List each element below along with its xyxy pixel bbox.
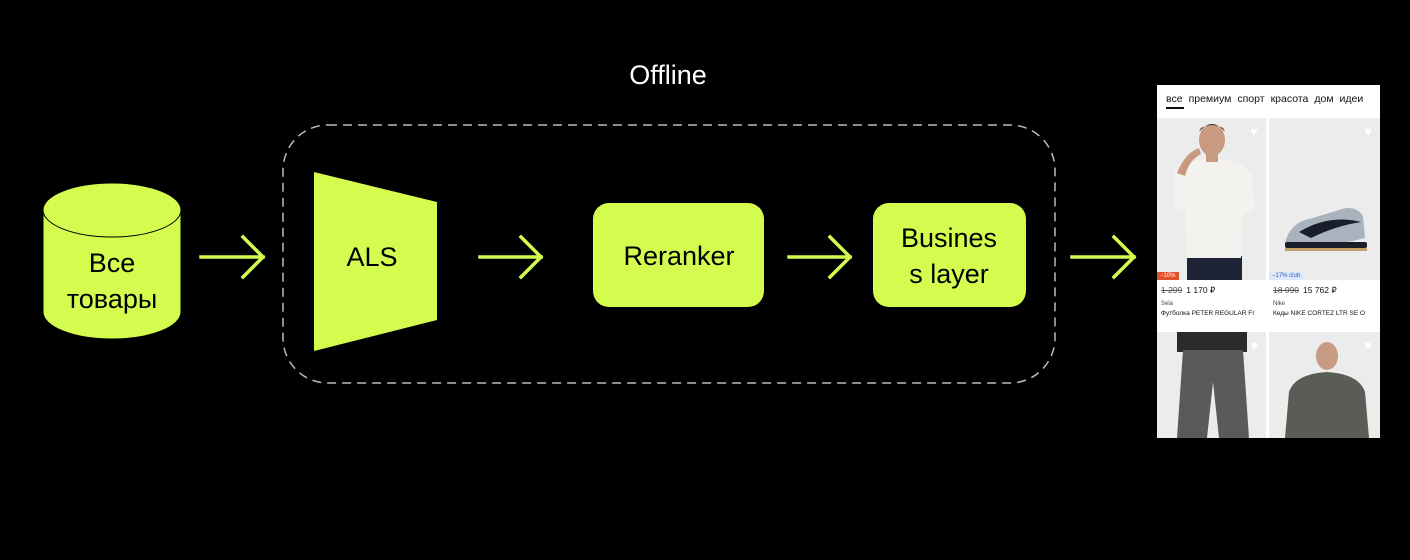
- trousers-image: [1177, 332, 1249, 438]
- all-products-line2: товары: [67, 284, 158, 314]
- club-discount-badge: −17% club: [1269, 272, 1304, 280]
- arrow-icon: [478, 234, 544, 280]
- heart-icon[interactable]: ♥: [1364, 338, 1372, 353]
- old-price: 1 299: [1161, 285, 1183, 295]
- old-price: 18 990: [1273, 285, 1299, 295]
- business-layer-node: Busines s layer: [873, 203, 1026, 307]
- sweater-model-image: [1285, 342, 1369, 438]
- heart-icon[interactable]: ♥: [1364, 124, 1372, 139]
- reranker-node: Reranker: [593, 203, 764, 307]
- sneaker-image: [1285, 208, 1367, 251]
- arrow-icon: [787, 234, 853, 280]
- tab-all[interactable]: все: [1166, 93, 1183, 105]
- tab-sport[interactable]: спорт: [1237, 93, 1265, 105]
- product-image-sneakers[interactable]: ♥ −17% club: [1269, 118, 1380, 280]
- tab-ideas[interactable]: идеи: [1339, 93, 1364, 105]
- business-layer-line1: Busines: [901, 223, 997, 253]
- new-price: 15 762 ₽: [1303, 285, 1337, 295]
- tab-premium[interactable]: премиум: [1188, 93, 1232, 105]
- product-image-sweater[interactable]: ♥: [1269, 332, 1380, 438]
- heart-icon[interactable]: ♥: [1250, 124, 1258, 139]
- all-products-node: Все товары: [42, 182, 182, 340]
- arrow-icon: [1070, 234, 1137, 280]
- brand-sneakers: Nike: [1273, 301, 1286, 307]
- arrow-icon: [199, 234, 266, 280]
- als-node: ALS: [314, 172, 437, 351]
- als-label: ALS: [346, 242, 397, 272]
- product-name-sneakers[interactable]: Кеды NIKE CORTEZ LTR SE O: [1273, 310, 1366, 317]
- brand-tshirt: Sela: [1161, 301, 1174, 307]
- new-price: 1 170 ₽: [1186, 285, 1216, 295]
- discount-badge: −10%: [1157, 272, 1179, 280]
- active-tab-indicator: [1166, 107, 1184, 109]
- price-sneakers: 18 990 15 762 ₽: [1273, 285, 1337, 296]
- tab-beauty[interactable]: красота: [1270, 93, 1309, 105]
- product-image-trousers[interactable]: ♥: [1157, 332, 1266, 438]
- product-name-tshirt[interactable]: Футболка PETER REGULAR FI: [1161, 310, 1255, 317]
- offline-label: Offline: [629, 60, 707, 90]
- all-products-line1: Все: [89, 248, 136, 278]
- tab-home[interactable]: дом: [1314, 93, 1334, 105]
- product-image-tshirt[interactable]: ♥ −10%: [1157, 118, 1266, 280]
- heart-icon[interactable]: ♥: [1250, 338, 1258, 353]
- business-layer-line2: s layer: [909, 259, 989, 289]
- reranker-label: Reranker: [623, 241, 734, 271]
- tshirt-model-image: [1173, 124, 1255, 280]
